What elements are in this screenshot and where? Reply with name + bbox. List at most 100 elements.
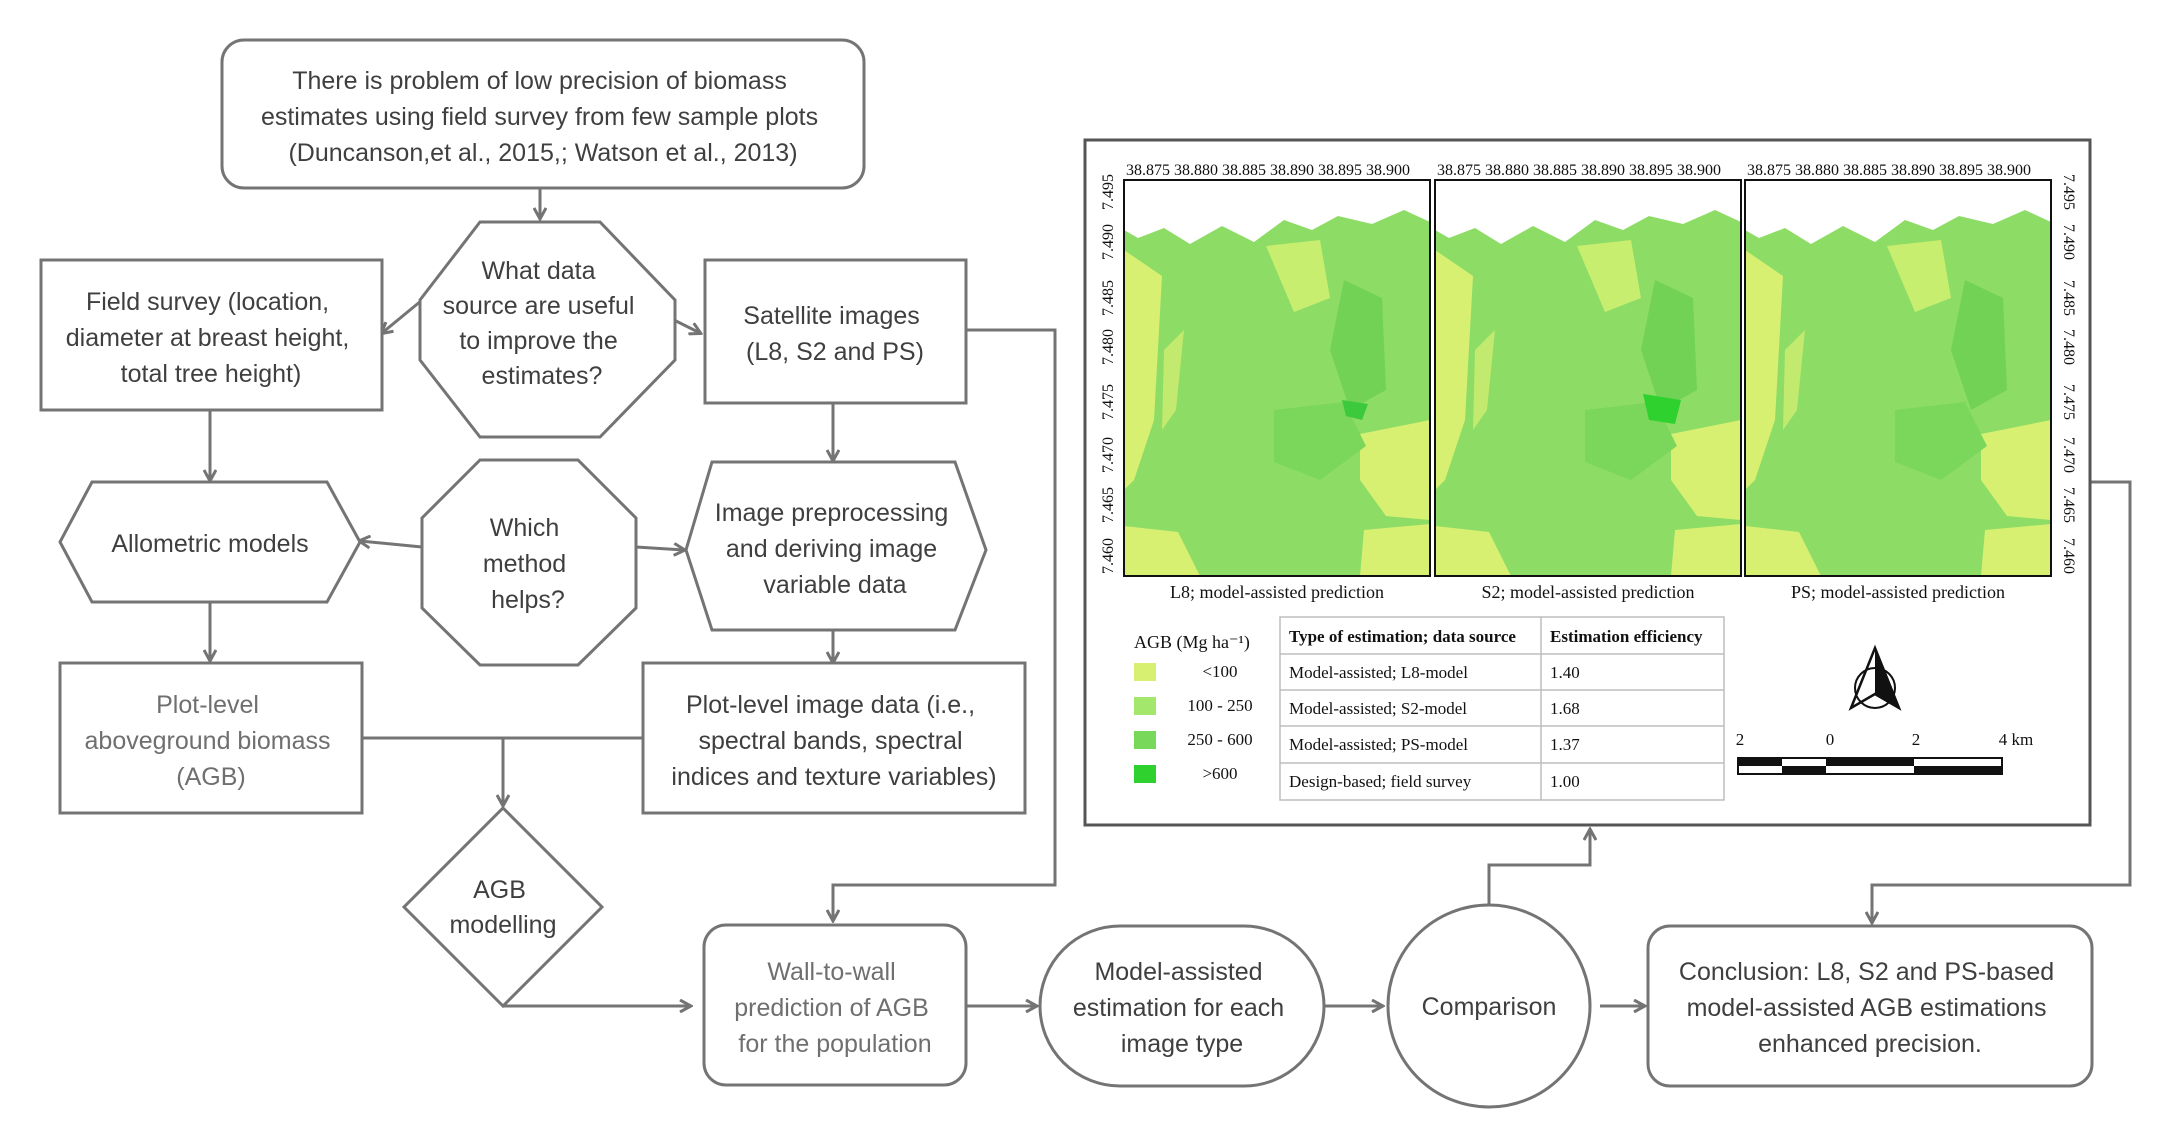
map-x-ticks: 38.875 38.880 38.885 38.890 38.895 38.90…	[1126, 162, 2031, 179]
legend-swatch-3	[1134, 765, 1156, 783]
scale-label-0: 2	[1736, 730, 1745, 749]
map-y-ticks-left: 7.495 7.490 7.485 7.480 7.475 7.470 7.46…	[1100, 174, 1117, 574]
scale-bar: 2 0 2 4 km	[1736, 730, 2033, 775]
x-tick-l8-3: 38.890	[1270, 162, 1314, 179]
y-tick-right-1: 7.490	[2060, 224, 2077, 260]
y-tick-left-7: 7.460	[1100, 538, 1117, 574]
legend-label-0: <100	[1202, 662, 1237, 681]
map-panel-s2: S2; model-assisted prediction	[1434, 179, 1742, 602]
y-tick-left-6: 7.465	[1100, 487, 1117, 523]
map-caption-s2: S2; model-assisted prediction	[1482, 582, 1695, 602]
legend-title: AGB (Mg ha⁻¹)	[1134, 632, 1250, 653]
arrow-satellite-to-walltowall	[833, 328, 1057, 920]
y-tick-right-2: 7.485	[2060, 280, 2077, 316]
node-problem: There is problem of low precision of bio…	[220, 38, 866, 190]
x-tick-ps-3: 38.890	[1891, 162, 1935, 179]
x-tick-l8-4: 38.895	[1318, 162, 1362, 179]
node-agb-modelling: AGB modelling	[401, 805, 605, 1009]
y-tick-right-4: 7.475	[2060, 384, 2077, 420]
agb-modelling-text: AGB modelling	[449, 876, 556, 939]
node-data-question: What data source are useful to improve t…	[418, 220, 677, 439]
method-question-text: Which method helps?	[483, 514, 573, 614]
table-cell-3-0: Design-based; field survey	[1289, 772, 1472, 791]
arrow-method-to-preproc	[635, 547, 684, 550]
x-tick-s2-0: 38.875	[1437, 162, 1481, 179]
map-panel-ps: PS; model-assisted prediction	[1744, 179, 2052, 602]
map-raster-ps	[1745, 180, 2051, 576]
x-tick-ps-4: 38.895	[1939, 162, 1983, 179]
data-question-text: What data source are useful to improve t…	[443, 257, 642, 390]
arrow-maps-to-conclusion	[1872, 480, 2132, 922]
connectors	[210, 188, 2132, 1006]
x-tick-ps-5: 38.900	[1987, 162, 2031, 179]
comparison-text: Comparison	[1422, 993, 1557, 1021]
map-panel-l8: L8; model-assisted prediction	[1123, 179, 1431, 602]
conclusion-text: Conclusion: L8, S2 and PS-based model-as…	[1679, 958, 2061, 1058]
problem-text: There is problem of low precision of bio…	[261, 67, 825, 167]
table-header-type: Type of estimation; data source	[1289, 627, 1516, 646]
map-y-ticks-right: 7.495 7.490 7.485 7.480 7.475 7.470 7.46…	[2060, 174, 2077, 574]
y-tick-left-2: 7.485	[1100, 280, 1117, 316]
arrow-method-to-allometric	[360, 541, 423, 547]
node-method-question: Which method helps?	[420, 458, 638, 667]
node-allometric: Allometric models	[58, 480, 362, 604]
x-tick-s2-4: 38.895	[1629, 162, 1673, 179]
scale-label-3: 4 km	[1999, 730, 2033, 749]
x-tick-l8-1: 38.880	[1174, 162, 1218, 179]
map-raster-s2	[1435, 180, 1741, 576]
y-tick-right-5: 7.470	[2060, 437, 2077, 473]
table-cell-2-0: Model-assisted; PS-model	[1289, 735, 1468, 754]
field-survey-text: Field survey (location, diameter at brea…	[66, 288, 356, 388]
x-tick-s2-5: 38.900	[1677, 162, 1721, 179]
legend-label-1: 100 - 250	[1187, 696, 1252, 715]
x-tick-l8-2: 38.885	[1222, 162, 1266, 179]
legend-swatch-0	[1134, 663, 1156, 681]
scale-label-1: 0	[1826, 730, 1835, 749]
scale-label-2: 2	[1912, 730, 1921, 749]
wall-to-wall-text: Wall-to-wall prediction of AGB for the p…	[734, 958, 936, 1058]
north-arrow-icon	[1848, 644, 1902, 711]
table-cell-1-1: 1.68	[1550, 699, 1580, 718]
map-legend: AGB (Mg ha⁻¹) <100 100 - 250 250 - 600 >…	[1134, 632, 1253, 783]
x-tick-ps-0: 38.875	[1747, 162, 1791, 179]
y-tick-left-4: 7.475	[1100, 384, 1117, 420]
legend-label-2: 250 - 600	[1187, 730, 1252, 749]
y-tick-left-1: 7.490	[1100, 224, 1117, 260]
y-tick-left-3: 7.480	[1100, 329, 1117, 365]
node-field-survey: Field survey (location, diameter at brea…	[39, 258, 384, 412]
node-wall-to-wall: Wall-to-wall prediction of AGB for the p…	[702, 923, 968, 1087]
satellite-text: Satellite images (L8, S2 and PS)	[743, 302, 926, 366]
allometric-text: Allometric models	[111, 530, 308, 558]
efficiency-table: Type of estimation; data source Estimati…	[1279, 616, 1725, 801]
y-tick-left-5: 7.470	[1100, 437, 1117, 473]
y-tick-right-6: 7.465	[2060, 487, 2077, 523]
x-tick-s2-1: 38.880	[1485, 162, 1529, 179]
table-cell-0-0: Model-assisted; L8-model	[1289, 663, 1468, 682]
map-raster-l8	[1124, 180, 1430, 576]
node-model-assisted: Model-assisted estimation for each image…	[1038, 924, 1326, 1088]
table-cell-1-0: Model-assisted; S2-model	[1289, 699, 1467, 718]
x-tick-s2-3: 38.890	[1581, 162, 1625, 179]
map-caption-l8: L8; model-assisted prediction	[1170, 582, 1384, 602]
x-tick-l8-0: 38.875	[1126, 162, 1170, 179]
legend-swatch-1	[1134, 697, 1156, 715]
node-plot-agb: Plot-level aboveground biomass (AGB)	[58, 661, 364, 815]
y-tick-right-0: 7.495	[2060, 174, 2077, 210]
y-tick-left-0: 7.495	[1100, 174, 1117, 210]
map-caption-ps: PS; model-assisted prediction	[1791, 582, 2005, 602]
arrow-comparison-to-maps	[1487, 830, 1590, 905]
node-preprocessing: Image preprocessing and deriving image v…	[684, 460, 988, 632]
preprocessing-text: Image preprocessing and deriving image v…	[715, 499, 955, 599]
plot-agb-text: Plot-level aboveground biomass (AGB)	[85, 691, 338, 791]
table-header-efficiency: Estimation efficiency	[1550, 627, 1703, 646]
x-tick-l8-5: 38.900	[1366, 162, 1410, 179]
y-tick-right-3: 7.480	[2060, 329, 2077, 365]
y-tick-right-7: 7.460	[2060, 538, 2077, 574]
x-tick-s2-2: 38.885	[1533, 162, 1577, 179]
model-assisted-text: Model-assisted estimation for each image…	[1073, 958, 1291, 1058]
node-plot-image: Plot-level image data (i.e., spectral ba…	[641, 661, 1027, 815]
node-comparison: Comparison	[1386, 903, 1592, 1109]
node-satellite: Satellite images (L8, S2 and PS)	[703, 258, 968, 405]
table-cell-2-1: 1.37	[1550, 735, 1580, 754]
x-tick-ps-1: 38.880	[1795, 162, 1839, 179]
